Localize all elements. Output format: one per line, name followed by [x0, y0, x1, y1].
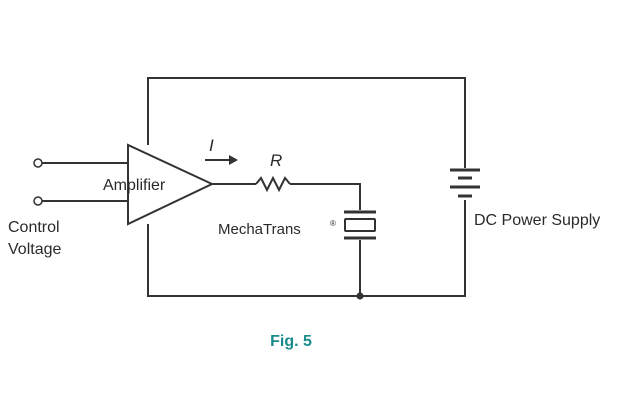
power-supply-label: DC Power Supply [474, 212, 600, 229]
bottom-wire [147, 200, 466, 297]
control-voltage-label-line2: Voltage [8, 241, 61, 258]
top-wire [147, 77, 466, 168]
resistor-label: R [270, 151, 282, 170]
battery-symbol [450, 168, 480, 198]
mechatrans-label: MechaTrans [218, 221, 301, 238]
resistor-symbol [255, 175, 291, 193]
amplifier-symbol [127, 143, 215, 226]
registered-mark: ® [330, 219, 336, 228]
mechatrans-symbol [344, 210, 376, 240]
control-voltage-label-line1: Control [8, 219, 60, 236]
current-label: I [209, 136, 214, 155]
control-terminal-lower [33, 196, 43, 206]
junction-dot [356, 292, 364, 300]
current-arrow [205, 155, 238, 165]
amplifier-label: Amplifier [103, 177, 166, 194]
figure-caption: Fig. 5 [270, 333, 312, 350]
control-terminal-upper [33, 158, 43, 168]
resistor-to-actuator-wire [290, 183, 361, 210]
